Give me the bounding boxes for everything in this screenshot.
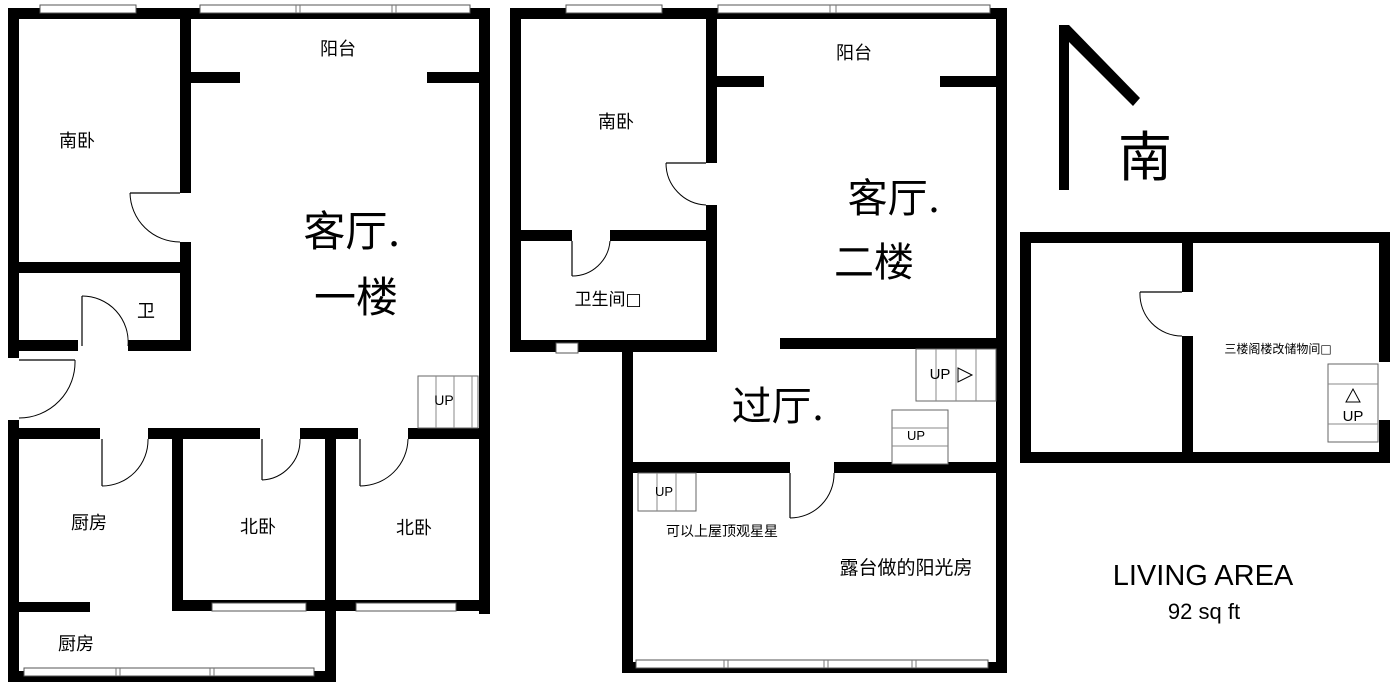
f1-wall-bath-bottom-left bbox=[8, 340, 78, 351]
f1-window-bottom-a bbox=[211, 602, 307, 612]
f2-bathroom-label: 卫生间□ bbox=[574, 290, 641, 310]
f3-wall-right-lower bbox=[1379, 420, 1390, 463]
floor-1-plan bbox=[8, 4, 490, 682]
f2-window-bath bbox=[555, 342, 579, 354]
f2-living-room-label: 客厅. bbox=[848, 176, 941, 222]
f1-wall-bath-bottom-right bbox=[128, 340, 191, 351]
f1-window-bottom-c bbox=[23, 667, 315, 677]
f2-south-bedroom-label: 南卧 bbox=[598, 112, 634, 133]
living-area-value: 92 sq ft bbox=[1168, 599, 1240, 624]
f1-stairs-up-label: UP bbox=[434, 392, 453, 408]
f1-north-bedroom-2-label: 北卧 bbox=[396, 518, 432, 539]
f3-stairs bbox=[1327, 363, 1379, 443]
f2-sunroom-label: 露台做的阳光房 bbox=[839, 557, 972, 579]
f1-kitchen-label: 厨房 bbox=[71, 513, 107, 534]
f1-south-bedroom-label: 南卧 bbox=[59, 131, 95, 152]
f3-wall-top bbox=[1020, 232, 1390, 243]
f1-window-top-left bbox=[39, 4, 137, 14]
f1-living-room-label: 客厅. bbox=[303, 207, 400, 256]
f1-wall-bedroom-right-low bbox=[180, 242, 191, 350]
f2-balcony-label: 阳台 bbox=[836, 43, 872, 64]
f1-wall-left-lower bbox=[8, 420, 19, 682]
f1-wall-corridor-d bbox=[408, 428, 490, 439]
compass-arrow-icon bbox=[1059, 25, 1140, 106]
floor-3-plan bbox=[1020, 232, 1390, 463]
f2-wall-bath-bottom bbox=[510, 340, 710, 352]
f3-stairs-up-label: UP bbox=[1343, 408, 1364, 425]
f1-floor-name: 一楼 bbox=[314, 273, 398, 322]
f2-stairs-b bbox=[891, 409, 949, 465]
f1-wall-left-upper bbox=[8, 8, 19, 358]
f2-roof-note: 可以上屋顶观星星 bbox=[666, 524, 778, 540]
f3-wall-bottom bbox=[1020, 452, 1390, 463]
f3-stairs-arrow bbox=[1345, 387, 1361, 403]
f1-wall-right-step bbox=[325, 600, 336, 682]
f1-wall-northbed-mid bbox=[325, 428, 336, 611]
f1-wall-corridor-a bbox=[8, 428, 100, 439]
f2-stairs-up-3-label: UP bbox=[655, 484, 673, 499]
f2-wall-balc-left bbox=[706, 76, 764, 87]
f2-wall-bed-bottom-b bbox=[610, 230, 717, 241]
f2-wall-sun-top-b bbox=[834, 462, 1007, 473]
f2-window-bottom bbox=[635, 659, 989, 669]
f1-wall-corridor-b bbox=[148, 428, 260, 439]
floor-2-plan bbox=[510, 4, 1007, 673]
f2-stairs-up-1-label: UP bbox=[930, 366, 951, 383]
f2-wall-hall-left bbox=[622, 350, 633, 672]
f2-wall-balc-right bbox=[940, 76, 1007, 87]
compass-label: 南 bbox=[1118, 126, 1172, 189]
f2-floor-name: 二楼 bbox=[834, 240, 914, 286]
f3-wall-mid-lower bbox=[1182, 336, 1193, 463]
f2-window-top-right bbox=[717, 4, 991, 14]
f1-window-top-right bbox=[199, 4, 471, 14]
f3-wall-right-upper bbox=[1379, 232, 1390, 362]
f2-window-top-left bbox=[565, 4, 663, 14]
f1-wall-right bbox=[479, 8, 490, 614]
f1-wall-balcony-right bbox=[427, 72, 490, 83]
f1-window-bottom-b bbox=[355, 602, 457, 612]
f1-wall-bedroom-right bbox=[180, 8, 191, 193]
f1-wall-balcony-left bbox=[180, 72, 240, 83]
f1-bathroom-label: 卫 bbox=[137, 301, 155, 322]
f1-balcony-label: 阳台 bbox=[320, 39, 356, 60]
f3-wall-mid-upper bbox=[1182, 232, 1193, 292]
f2-wall-bed-bottom-a bbox=[510, 230, 572, 241]
f1-wall-kitchen-split bbox=[8, 602, 90, 612]
f1-wall-bedroom-bottom bbox=[8, 262, 191, 273]
f1-stairs bbox=[417, 375, 479, 429]
f2-hall-label: 过厅. bbox=[732, 384, 825, 430]
compass bbox=[1059, 25, 1140, 190]
f2-wall-hall-top bbox=[780, 338, 1007, 349]
f1-wall-northbed-left bbox=[172, 428, 183, 611]
living-area-title: LIVING AREA bbox=[1113, 560, 1294, 592]
f1-north-bedroom-1-label: 北卧 bbox=[240, 517, 276, 538]
f2-wall-sun-top-a bbox=[622, 462, 790, 473]
f1-kitchen2-label: 厨房 bbox=[58, 634, 94, 655]
f2-wall-left bbox=[510, 8, 521, 352]
f2-stairs-up-2-label: UP bbox=[907, 428, 925, 443]
f2-stairs-c bbox=[637, 472, 697, 512]
f3-storage-label: 三楼阁楼改储物间□ bbox=[1224, 341, 1331, 356]
compass-stem bbox=[1059, 25, 1069, 190]
f2-wall-bed-right-low bbox=[706, 205, 717, 352]
f3-wall-left bbox=[1020, 232, 1031, 463]
f2-stairs-arrow bbox=[957, 367, 974, 383]
